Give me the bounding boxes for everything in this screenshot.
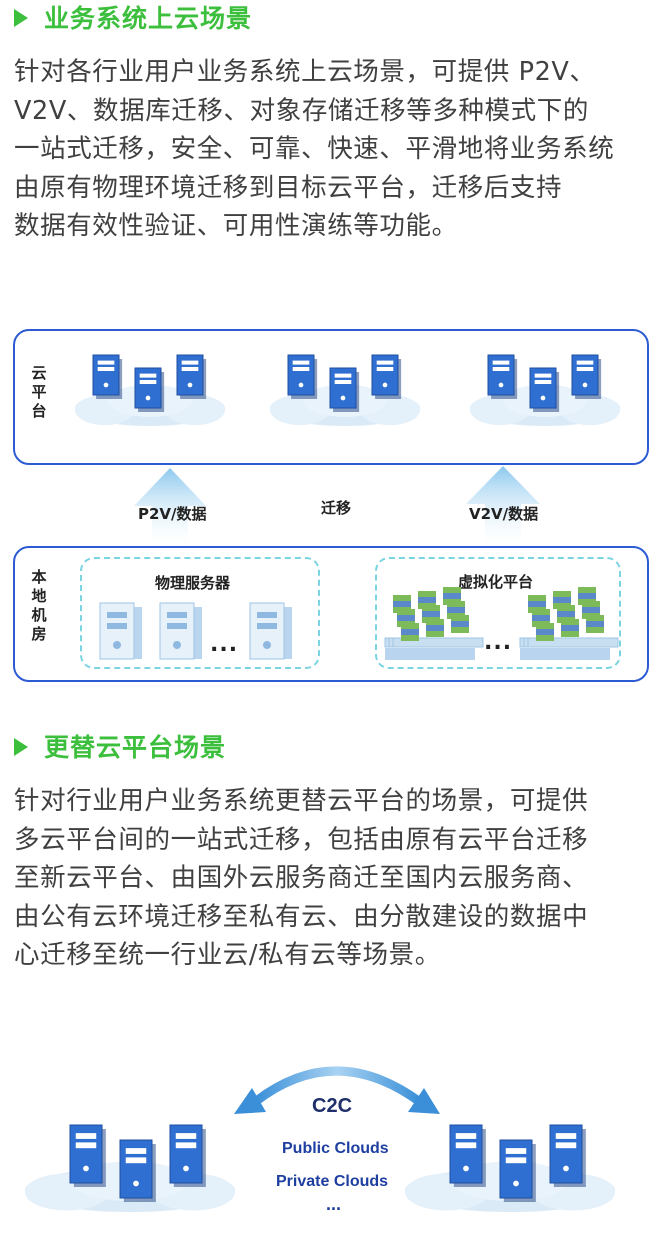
physical-servers-group [80, 557, 320, 669]
server-icon [487, 354, 518, 399]
text-line: 至新云平台、由国外云服务商迁至国内云服务商、 [14, 863, 589, 893]
p2v-label: P2V/数据 [138, 505, 207, 523]
cloud-platform-label: 云平台 [31, 364, 47, 420]
server-icon [134, 367, 165, 412]
server-icon [69, 1124, 106, 1187]
text-line: 由公有云环境迁移至私有云、由分散建设的数据中 [14, 901, 589, 932]
server-icon [176, 354, 207, 399]
c2c-diagram: C2C Public Clouds Private Clouds ... [0, 1050, 670, 1257]
text-line: 数据有效性验证、可用性演练等功能。 [14, 211, 458, 241]
upload-arrow-right [466, 466, 540, 545]
physical-server-icon [99, 602, 142, 660]
text-line: 由原有物理环境迁移到目标云平台，迁移后支持 [14, 172, 563, 203]
public-clouds-label: Public Clouds [282, 1140, 389, 1157]
local-datacenter-label: 本地机房 [31, 568, 47, 643]
section1-description: 针对各行业用户业务系统上云场景，可提供 P2V、 V2V、数据库迁移、对象存储迁… [14, 53, 660, 246]
c2c-graphics [25, 1066, 615, 1212]
server-icon [287, 354, 318, 399]
text-line: 针对行业用户业务系统更替云平台的场景，可提供 [14, 786, 589, 816]
virtual-ellipsis: ... [484, 630, 513, 655]
diagram-graphics [134, 466, 540, 545]
v2v-label: V2V/数据 [469, 505, 539, 523]
bidirectional-arrow [234, 1066, 440, 1114]
text-line: 针对各行业用户业务系统上云场景，可提供 P2V、 [14, 57, 596, 87]
server-icon [549, 1124, 586, 1187]
virtualization-platform-group [375, 557, 621, 669]
cloud-servers-layer [75, 354, 620, 426]
section-title: 更替云平台场景 [40, 728, 237, 766]
upload-arrow-left [134, 468, 206, 545]
physical-server-icon [159, 602, 202, 660]
section-header-cloud-replacement: 更替云平台场景 [14, 728, 237, 766]
server-icon [371, 354, 402, 399]
private-clouds-label: Private Clouds [276, 1173, 389, 1190]
text-line: V2V、数据库迁移、对象存储迁移等多种模式下的 [14, 95, 589, 126]
server-icon [449, 1124, 486, 1187]
server-icon [499, 1139, 536, 1202]
virtualization-platform-label: 虚拟化平台 [458, 573, 534, 591]
section-header-cloud-migration: 业务系统上云场景 [14, 0, 263, 37]
section2-description: 针对行业用户业务系统更替云平台的场景，可提供 多云平台间的一站式迁移，包括由原有… [14, 782, 660, 975]
server-icon [529, 367, 560, 412]
server-icon [169, 1124, 206, 1187]
virtualization-stack-icon [384, 587, 484, 660]
virtualization-stack-icon [519, 587, 619, 660]
text-line: 一站式迁移，安全、可靠、快速、平滑地将业务系统 [14, 134, 615, 164]
migrate-label: 迁移 [321, 499, 352, 517]
physical-server-icon [249, 602, 292, 660]
triangle-bullet-icon [14, 738, 28, 756]
c2c-title: C2C [312, 1095, 353, 1117]
section-title: 业务系统上云场景 [40, 0, 263, 37]
c2c-ellipsis: ... [326, 1194, 342, 1214]
server-icon [571, 354, 602, 399]
triangle-bullet-icon [14, 9, 28, 27]
local-servers-layer [99, 587, 619, 660]
physical-servers-label: 物理服务器 [155, 574, 231, 592]
physical-ellipsis: ... [210, 632, 239, 657]
server-icon [119, 1139, 156, 1202]
server-icon [329, 367, 360, 412]
migration-diagram: 云平台 P2V/数据 迁移 V2V/数据 本地机房 物理服务器 虚拟化平台 ..… [0, 320, 670, 690]
text-line: 心迁移至统一行业云/私有云等场景。 [14, 940, 441, 970]
text-line: 多云平台间的一站式迁移，包括由原有云平台迁移 [14, 824, 589, 855]
server-icon [92, 354, 123, 399]
